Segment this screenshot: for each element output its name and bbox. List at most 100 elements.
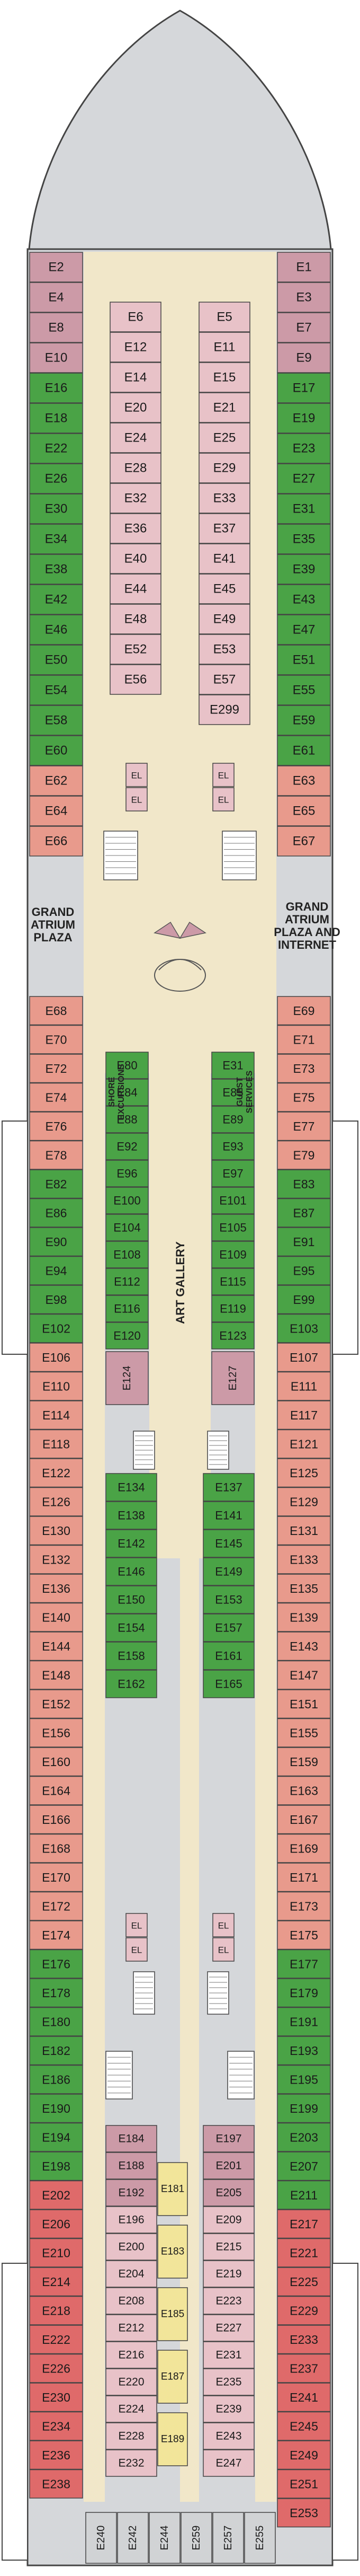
cabin-e247[interactable]: E247 [203, 2449, 255, 2477]
cabin-e157[interactable]: E157 [203, 1613, 255, 1642]
cabin-e100[interactable]: E100 [105, 1187, 149, 1214]
cabin-e179[interactable]: E179 [277, 1978, 331, 2008]
cabin-e20[interactable]: E20 [110, 392, 161, 423]
cabin-e63[interactable]: E63 [277, 765, 331, 796]
cabin-e186[interactable]: E186 [29, 2065, 83, 2094]
cabin-e9[interactable]: E9 [277, 342, 331, 373]
cabin-e140[interactable]: E140 [29, 1602, 83, 1632]
cabin-e259[interactable]: E259 [181, 2512, 212, 2564]
cabin-e36[interactable]: E36 [110, 513, 161, 544]
cabin-e190[interactable]: E190 [29, 2094, 83, 2123]
cabin-e203[interactable]: E203 [277, 2122, 331, 2152]
cabin-e163[interactable]: E163 [277, 1776, 331, 1805]
cabin-e106[interactable]: E106 [29, 1343, 83, 1372]
cabin-e10[interactable]: E10 [29, 342, 83, 373]
cabin-e221[interactable]: E221 [277, 2238, 331, 2268]
cabin-e215[interactable]: E215 [203, 2233, 255, 2261]
cabin-e188[interactable]: E188 [105, 2152, 157, 2180]
cabin-e112[interactable]: E112 [105, 1268, 149, 1295]
cabin-e156[interactable]: E156 [29, 1718, 83, 1748]
cabin-e198[interactable]: E198 [29, 2151, 83, 2181]
cabin-e169[interactable]: E169 [277, 1833, 331, 1863]
cabin-e110[interactable]: E110 [29, 1371, 83, 1401]
cabin-e41[interactable]: E41 [199, 543, 250, 574]
cabin-e69[interactable]: E69 [277, 996, 331, 1026]
cabin-e5[interactable]: E5 [199, 302, 250, 332]
cabin-e137[interactable]: E137 [203, 1473, 255, 1502]
cabin-e210[interactable]: E210 [29, 2238, 83, 2268]
cabin-e184[interactable]: E184 [105, 2125, 157, 2152]
cabin-e6[interactable]: E6 [110, 302, 161, 332]
cabin-e90[interactable]: E90 [29, 1227, 83, 1257]
cabin-e109[interactable]: E109 [211, 1241, 255, 1268]
cabin-e181[interactable]: E181 [157, 2162, 188, 2216]
cabin-e136[interactable]: E136 [29, 1574, 83, 1603]
cabin-e42[interactable]: E42 [29, 584, 83, 615]
cabin-e240[interactable]: E240 [85, 2512, 117, 2564]
cabin-e8[interactable]: E8 [29, 312, 83, 343]
cabin-e17[interactable]: E17 [277, 373, 331, 403]
cabin-e120[interactable]: E120 [105, 1322, 149, 1349]
cabin-e239[interactable]: E239 [203, 2395, 255, 2423]
cabin-e237[interactable]: E237 [277, 2353, 331, 2383]
cabin-e103[interactable]: E103 [277, 1313, 331, 1343]
cabin-e31[interactable]: E31 [211, 1052, 255, 1079]
cabin-e82[interactable]: E82 [29, 1169, 83, 1199]
cabin-e11[interactable]: E11 [199, 332, 250, 363]
cabin-e178[interactable]: E178 [29, 1978, 83, 2008]
cabin-e243[interactable]: E243 [203, 2422, 255, 2450]
cabin-e21[interactable]: E21 [199, 392, 250, 423]
cabin-e83[interactable]: E83 [277, 1169, 331, 1199]
cabin-e154[interactable]: E154 [105, 1613, 157, 1642]
cabin-e162[interactable]: E162 [105, 1670, 157, 1698]
cabin-e38[interactable]: E38 [29, 554, 83, 585]
cabin-e135[interactable]: E135 [277, 1574, 331, 1603]
cabin-e71[interactable]: E71 [277, 1025, 331, 1054]
cabin-e25[interactable]: E25 [199, 422, 250, 453]
cabin-e105[interactable]: E105 [211, 1214, 255, 1241]
cabin-e84[interactable]: E84 [105, 1079, 149, 1106]
cabin-e55[interactable]: E55 [277, 675, 331, 705]
cabin-e123[interactable]: E123 [211, 1322, 255, 1349]
cabin-e197[interactable]: E197 [203, 2125, 255, 2152]
cabin-e143[interactable]: E143 [277, 1631, 331, 1661]
cabin-e187[interactable]: E187 [157, 2350, 188, 2404]
cabin-e54[interactable]: E54 [29, 675, 83, 705]
cabin-e151[interactable]: E151 [277, 1689, 331, 1719]
cabin-e33[interactable]: E33 [199, 483, 250, 514]
cabin-e226[interactable]: E226 [29, 2353, 83, 2383]
cabin-e219[interactable]: E219 [203, 2260, 255, 2288]
cabin-e40[interactable]: E40 [110, 543, 161, 574]
cabin-e37[interactable]: E37 [199, 513, 250, 544]
cabin-e22[interactable]: E22 [29, 433, 83, 464]
cabin-e102[interactable]: E102 [29, 1313, 83, 1343]
cabin-e185[interactable]: E185 [157, 2287, 188, 2341]
cabin-e204[interactable]: E204 [105, 2260, 157, 2288]
cabin-e224[interactable]: E224 [105, 2395, 157, 2423]
cabin-e39[interactable]: E39 [277, 554, 331, 585]
cabin-e205[interactable]: E205 [203, 2179, 255, 2207]
cabin-e170[interactable]: E170 [29, 1863, 83, 1892]
cabin-e78[interactable]: E78 [29, 1140, 83, 1170]
cabin-e175[interactable]: E175 [277, 1920, 331, 1950]
cabin-e134[interactable]: E134 [105, 1473, 157, 1502]
cabin-e138[interactable]: E138 [105, 1501, 157, 1530]
cabin-e193[interactable]: E193 [277, 2036, 331, 2066]
cabin-e217[interactable]: E217 [277, 2209, 331, 2239]
cabin-e46[interactable]: E46 [29, 614, 83, 645]
cabin-e62[interactable]: E62 [29, 765, 83, 796]
cabin-e91[interactable]: E91 [277, 1227, 331, 1257]
cabin-e31[interactable]: E31 [277, 493, 331, 524]
cabin-e227[interactable]: E227 [203, 2314, 255, 2342]
cabin-e150[interactable]: E150 [105, 1585, 157, 1614]
cabin-e144[interactable]: E144 [29, 1631, 83, 1661]
cabin-e30[interactable]: E30 [29, 493, 83, 524]
cabin-e49[interactable]: E49 [199, 604, 250, 634]
cabin-e12[interactable]: E12 [110, 332, 161, 363]
cabin-e133[interactable]: E133 [277, 1545, 331, 1574]
cabin-e85[interactable]: E85 [211, 1079, 255, 1106]
cabin-e127[interactable]: E127 [211, 1351, 255, 1405]
cabin-e164[interactable]: E164 [29, 1776, 83, 1805]
cabin-e146[interactable]: E146 [105, 1557, 157, 1586]
cabin-e214[interactable]: E214 [29, 2267, 83, 2297]
